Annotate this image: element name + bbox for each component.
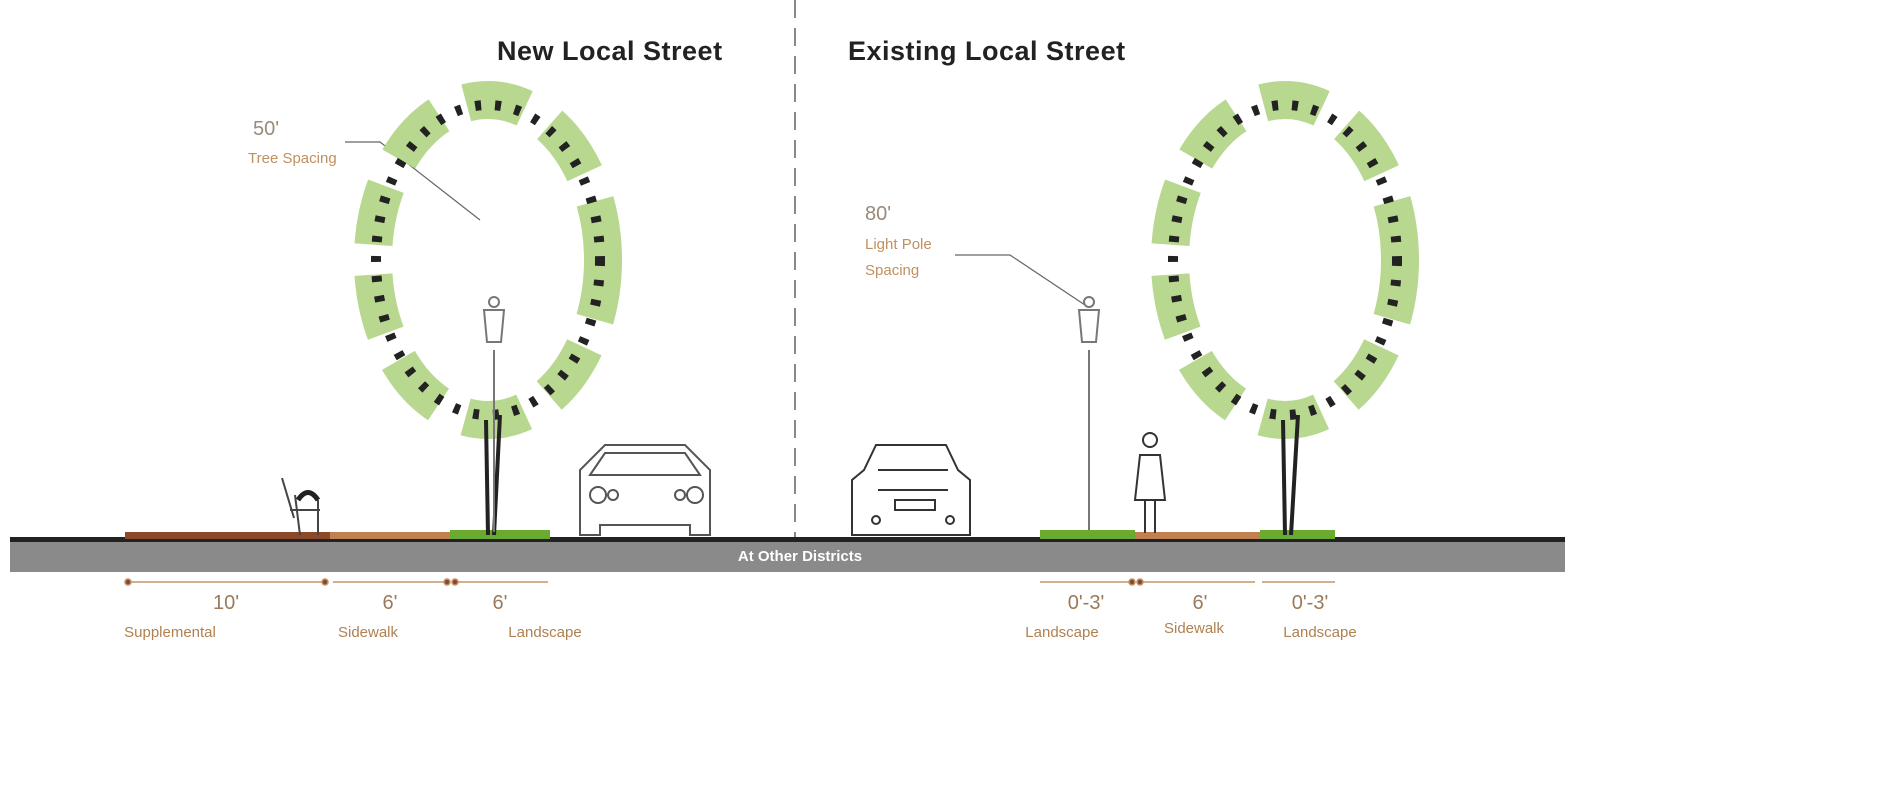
sidewalk-zone-existing xyxy=(1135,532,1260,539)
bench-icon xyxy=(281,477,321,536)
title-existing-local-street: Existing Local Street xyxy=(848,36,1126,66)
dim-value: 0'-3' xyxy=(1291,592,1329,614)
tree-spacing-value: 50' xyxy=(253,118,280,140)
pedestrian-icon xyxy=(1133,432,1167,533)
dim-value: 6' xyxy=(382,592,398,614)
landscape-zone xyxy=(450,530,550,539)
dimension-lines xyxy=(124,578,1335,586)
dim-value: 6' xyxy=(1192,592,1208,614)
dim-label: Sidewalk xyxy=(1163,620,1225,637)
landscape-zone-existing-2 xyxy=(1260,530,1335,539)
car-front-icon xyxy=(579,444,711,536)
dim-value: 0'-3' xyxy=(1067,592,1105,614)
tree-spacing-leader xyxy=(345,141,481,221)
car-rear-icon xyxy=(851,444,971,536)
light-pole-spacing-label-2: Spacing xyxy=(865,262,920,279)
dim-label: Sidewalk xyxy=(337,624,399,641)
sidewalk-zone xyxy=(330,532,450,539)
dim-label: Landscape xyxy=(1283,624,1357,641)
light-pole-leader xyxy=(955,254,1086,306)
curb-line xyxy=(10,537,1565,542)
tree-icon xyxy=(354,81,622,536)
ground-band xyxy=(10,540,1565,572)
tree-spacing-label: Tree Spacing xyxy=(248,150,337,167)
light-pole-icon xyxy=(1077,296,1101,530)
band-label: At Other Districts xyxy=(737,548,863,565)
dim-value: 10' xyxy=(212,592,240,614)
light-pole-spacing-value: 80' xyxy=(865,203,892,225)
dim-label: Landscape xyxy=(1025,624,1099,641)
title-new-local-street: New Local Street xyxy=(497,36,723,66)
light-pole-icon xyxy=(482,296,506,532)
dim-value: 6' xyxy=(492,592,508,614)
tree-icon xyxy=(1151,81,1419,536)
dim-label: Supplemental xyxy=(124,624,216,641)
dim-label: Landscape xyxy=(508,624,582,641)
supplemental-zone xyxy=(125,532,330,539)
light-pole-spacing-label: Light Pole xyxy=(865,236,932,253)
landscape-zone-existing xyxy=(1040,530,1135,539)
